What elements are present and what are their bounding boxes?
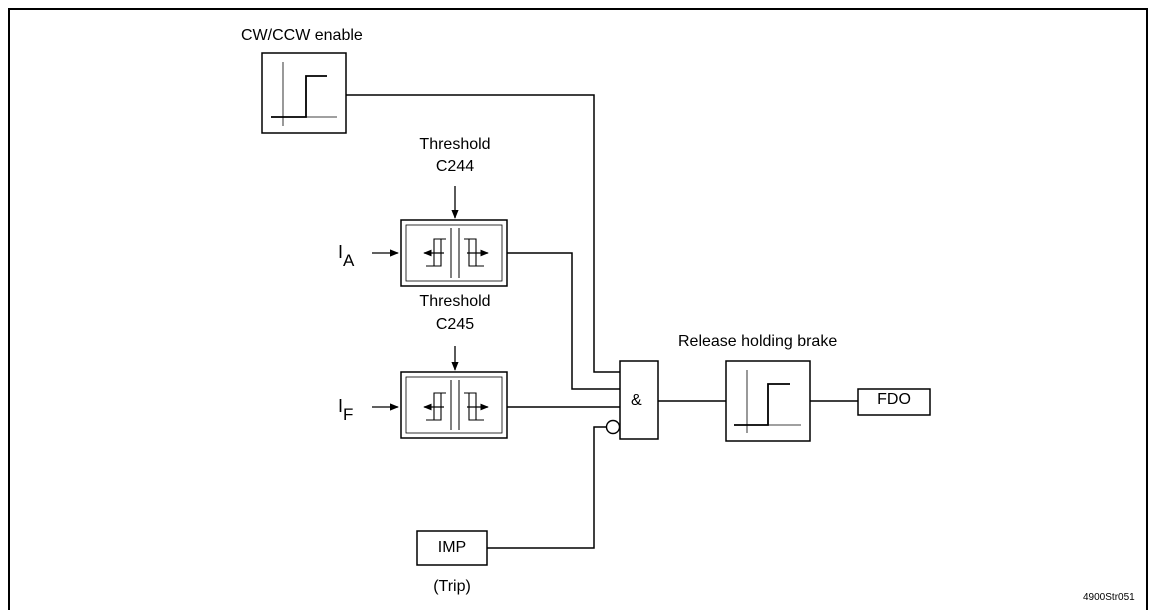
threshold-f-label: Threshold: [419, 293, 491, 310]
and-gate: [619, 360, 659, 440]
input-f-sub: F: [343, 405, 354, 424]
imp-box: [416, 530, 488, 566]
wire-a-to-gate: [507, 252, 620, 390]
input-f-label: IF: [338, 396, 353, 424]
input-a-sub: A: [343, 251, 355, 270]
input-f-main: I: [338, 396, 344, 416]
cw-ccw-step-block: [261, 52, 347, 134]
wire-imp-to-gate: [487, 426, 606, 549]
release-label: Release holding brake: [678, 333, 838, 350]
and-gate-label: &: [631, 392, 642, 409]
wire-cw-to-gate: [346, 94, 620, 373]
threshold-f-code: C245: [435, 316, 475, 333]
trip-label: (Trip): [433, 578, 471, 595]
fdo-box: [857, 388, 931, 416]
inverter-bubble: [605, 419, 621, 435]
release-step-block: [725, 360, 811, 442]
comparator-a-block: [400, 186, 508, 287]
frame-border: [8, 8, 1148, 610]
input-a-label: IA: [338, 242, 354, 270]
figure-id: 4900Str051: [1083, 592, 1135, 603]
threshold-a-code: C244: [435, 158, 475, 175]
comparator-f-block: [400, 346, 508, 439]
input-a-main: I: [338, 242, 344, 262]
imp-label: IMP: [437, 539, 467, 556]
fdo-label: FDO: [877, 391, 911, 408]
threshold-a-label: Threshold: [419, 136, 491, 153]
cw-ccw-label: CW/CCW enable: [241, 27, 363, 44]
